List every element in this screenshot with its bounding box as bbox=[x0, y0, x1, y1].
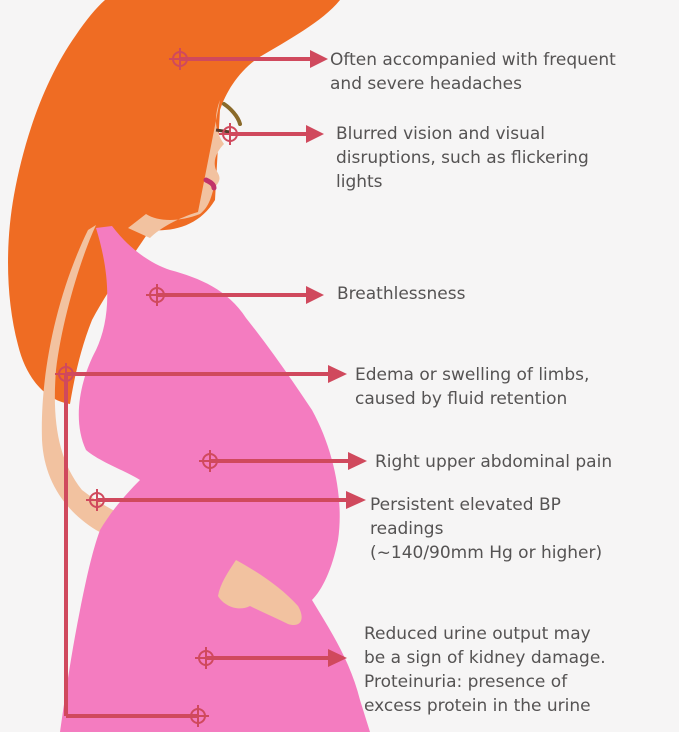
arrowhead-icon bbox=[328, 365, 347, 383]
symptom-label-edema: Edema or swelling of limbs, caused by fl… bbox=[355, 363, 589, 411]
eyebrow bbox=[224, 104, 240, 124]
symptom-label-urine: Reduced urine output may be a sign of ki… bbox=[364, 622, 606, 718]
symptom-label-breath: Breathlessness bbox=[337, 282, 465, 306]
symptom-label-abdominal: Right upper abdominal pain bbox=[375, 450, 612, 474]
arrowhead-icon bbox=[346, 491, 366, 509]
arrowhead-icon bbox=[348, 452, 367, 470]
arrowhead-icon bbox=[306, 286, 324, 304]
arrowhead-icon bbox=[310, 50, 328, 68]
symptom-label-bp: Persistent elevated BP readings (~140/90… bbox=[370, 493, 602, 565]
symptom-label-vision: Blurred vision and visual disruptions, s… bbox=[336, 122, 589, 194]
arrowhead-icon bbox=[306, 125, 324, 143]
symptom-label-headache: Often accompanied with frequent and seve… bbox=[330, 48, 616, 96]
